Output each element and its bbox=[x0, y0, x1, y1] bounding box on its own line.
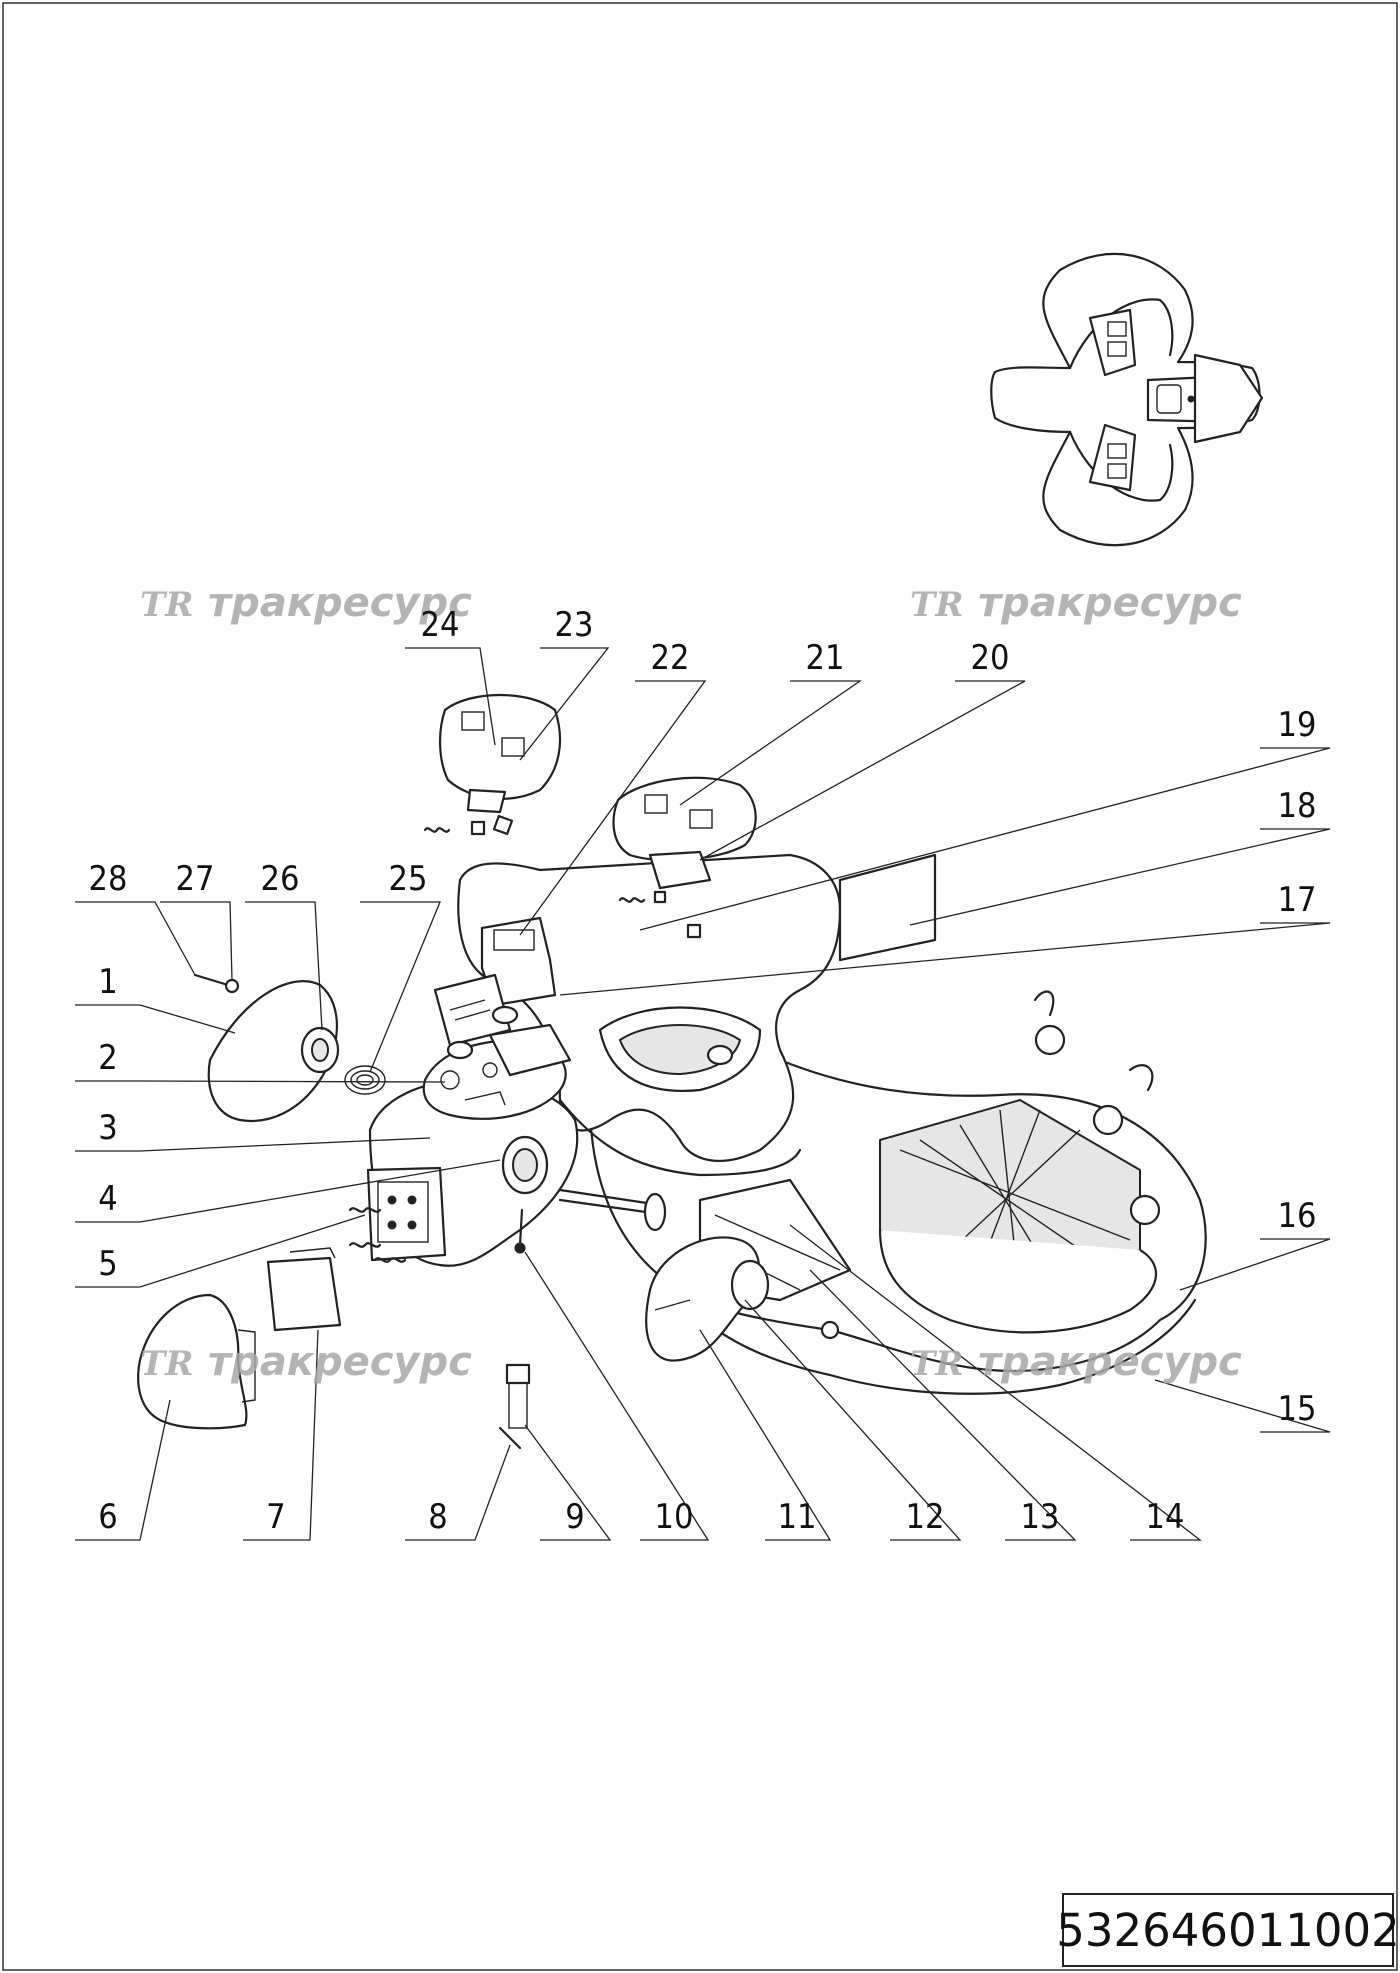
watermark-text: тракресурс bbox=[978, 1339, 1242, 1385]
callout-27: 27 bbox=[176, 859, 215, 899]
callout-21: 21 bbox=[806, 638, 845, 678]
callout-17: 17 bbox=[1278, 880, 1317, 920]
callout-23: 23 bbox=[555, 605, 594, 645]
box-cover bbox=[266, 1247, 342, 1332]
watermark-text: тракресурс bbox=[208, 580, 472, 626]
button-block-center bbox=[433, 916, 572, 1077]
inset-top-view bbox=[990, 252, 1264, 547]
drawing-code: 532646011002 bbox=[1056, 1903, 1400, 1957]
button-block-top bbox=[423, 693, 562, 836]
callout-20: 20 bbox=[971, 638, 1010, 678]
callout-15: 15 bbox=[1278, 1389, 1317, 1429]
callout-9: 9 bbox=[565, 1497, 584, 1537]
watermark-bottom-right: TR тракресурс bbox=[910, 1339, 1242, 1385]
drawing-code-box: 532646011002 bbox=[1056, 1893, 1400, 1967]
callout-labels: 1 2 3 4 5 6 7 8 9 10 11 12 13 14 15 16 1… bbox=[89, 605, 1317, 1537]
callout-2: 2 bbox=[98, 1038, 117, 1078]
watermark-logo: TR bbox=[910, 1344, 964, 1384]
callout-16: 16 bbox=[1278, 1196, 1317, 1236]
left-cap bbox=[193, 973, 386, 1122]
callout-11: 11 bbox=[778, 1497, 817, 1537]
callout-14: 14 bbox=[1146, 1497, 1185, 1537]
watermark-top-right: TR тракресурс bbox=[910, 580, 1242, 626]
callout-4: 4 bbox=[98, 1179, 117, 1219]
tower-body bbox=[457, 853, 937, 1362]
button-block-right bbox=[612, 776, 757, 939]
callout-25: 25 bbox=[389, 859, 428, 899]
callout-10: 10 bbox=[655, 1497, 694, 1537]
callout-7: 7 bbox=[266, 1497, 285, 1537]
end-cover bbox=[137, 1293, 256, 1430]
callout-5: 5 bbox=[98, 1244, 117, 1284]
leader-lines bbox=[75, 647, 1331, 1541]
callout-1: 1 bbox=[98, 962, 117, 1002]
left-housing bbox=[348, 1078, 579, 1267]
callout-19: 19 bbox=[1278, 705, 1317, 745]
watermark-logo: TR bbox=[140, 585, 194, 625]
watermark-top-left: TR тракресурс bbox=[140, 580, 472, 626]
watermark-text: тракресурс bbox=[978, 580, 1242, 626]
callout-8: 8 bbox=[428, 1497, 447, 1537]
callout-6: 6 bbox=[98, 1497, 117, 1537]
callout-12: 12 bbox=[906, 1497, 945, 1537]
watermark-text: тракресурс bbox=[208, 1339, 472, 1385]
callout-3: 3 bbox=[98, 1108, 117, 1148]
watermark-logo: TR bbox=[910, 585, 964, 625]
pin bbox=[498, 1363, 531, 1450]
callout-28: 28 bbox=[89, 859, 128, 899]
watermark-logo: TR bbox=[140, 1344, 194, 1384]
callout-22: 22 bbox=[651, 638, 690, 678]
callout-26: 26 bbox=[261, 859, 300, 899]
callout-24: 24 bbox=[421, 605, 460, 645]
callout-13: 13 bbox=[1021, 1497, 1060, 1537]
callout-18: 18 bbox=[1278, 786, 1317, 826]
watermark-bottom-left: TR тракресурс bbox=[140, 1339, 472, 1385]
